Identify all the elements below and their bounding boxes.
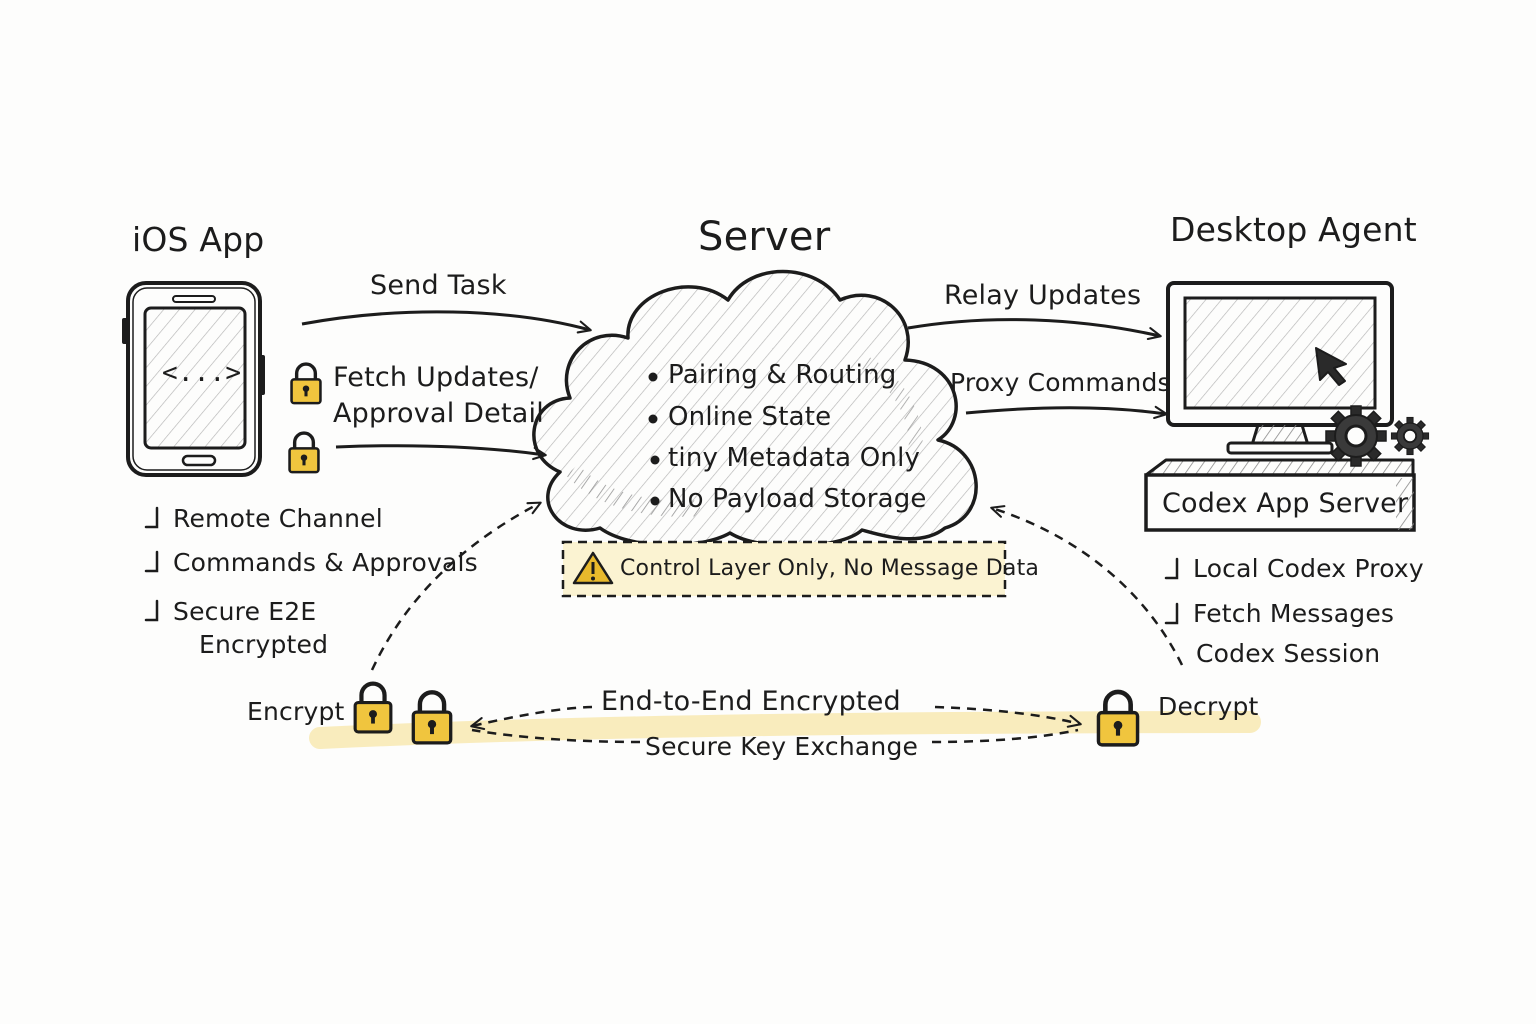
encrypt-to-server-arrow bbox=[370, 501, 542, 671]
desktop-feature-continuation: Codex Session bbox=[1196, 639, 1381, 668]
decrypt-to-server-arrow bbox=[990, 505, 1184, 666]
code-symbol: <...> bbox=[162, 358, 242, 388]
desktop-feature-item: Fetch Messages bbox=[1193, 599, 1395, 628]
lock-icon bbox=[355, 684, 391, 732]
lock-icon bbox=[1098, 692, 1137, 745]
lock-icon bbox=[287, 431, 321, 474]
encrypt-label: Encrypt bbox=[247, 697, 345, 726]
proxy-commands-label: Proxy Commands bbox=[950, 368, 1171, 397]
warning-icon bbox=[572, 551, 614, 585]
base-box bbox=[1144, 458, 1416, 532]
ios-feature-continuation: Encrypted bbox=[199, 630, 329, 659]
fetch-updates-arrow bbox=[335, 444, 547, 461]
e2e-arrow-right-bottom bbox=[931, 728, 1079, 744]
approval-detail-label: Approval Detail bbox=[333, 398, 544, 429]
send-task-arrow bbox=[301, 310, 592, 334]
e2e-arrow-right-top bbox=[934, 705, 1082, 728]
send-task-label: Send Task bbox=[370, 270, 507, 301]
decrypt-label: Decrypt bbox=[1158, 692, 1259, 721]
cursor-icon bbox=[1315, 347, 1347, 386]
e2e-arrow-left-top bbox=[470, 705, 593, 730]
ios-feature-item: Secure E2E bbox=[173, 597, 317, 626]
lock-icon bbox=[413, 692, 450, 743]
phone-icon bbox=[122, 281, 265, 477]
key-exchange-label: Secure Key Exchange bbox=[645, 732, 919, 761]
lock-icon bbox=[289, 362, 323, 405]
server-note: Control Layer Only, No Message Data bbox=[620, 556, 1040, 581]
relay-updates-label: Relay Updates bbox=[944, 280, 1142, 311]
ios-feature-item: Commands & Approvals bbox=[173, 548, 478, 577]
server-item: tiny Metadata Only bbox=[668, 443, 921, 473]
ios-app-title: iOS App bbox=[132, 220, 265, 259]
relay-updates-arrow bbox=[907, 318, 1162, 341]
server-note-box bbox=[561, 540, 1007, 598]
desktop-feature-item: Local Codex Proxy bbox=[1193, 554, 1424, 583]
desktop-agent-title: Desktop Agent bbox=[1170, 210, 1417, 249]
fetch-updates-label: Fetch Updates/ bbox=[333, 362, 539, 393]
gear-icon bbox=[1324, 404, 1430, 468]
server-item: Pairing & Routing bbox=[668, 360, 897, 390]
server-item: No Payload Storage bbox=[668, 484, 927, 514]
ios-feature-item: Remote Channel bbox=[173, 504, 383, 533]
monitor-icon bbox=[1166, 281, 1394, 455]
cloud-icon bbox=[532, 269, 978, 548]
server-title: Server bbox=[698, 214, 831, 260]
feature-tick-marks bbox=[144, 506, 1179, 625]
proxy-commands-arrow bbox=[965, 405, 1168, 420]
codex-app-server-label: Codex App Server bbox=[1162, 488, 1409, 519]
cloud-bullets bbox=[648, 372, 660, 506]
e2e-label: End-to-End Encrypted bbox=[601, 686, 901, 717]
e2e-arrow-left-bottom bbox=[471, 728, 641, 744]
server-item: Online State bbox=[668, 402, 832, 432]
